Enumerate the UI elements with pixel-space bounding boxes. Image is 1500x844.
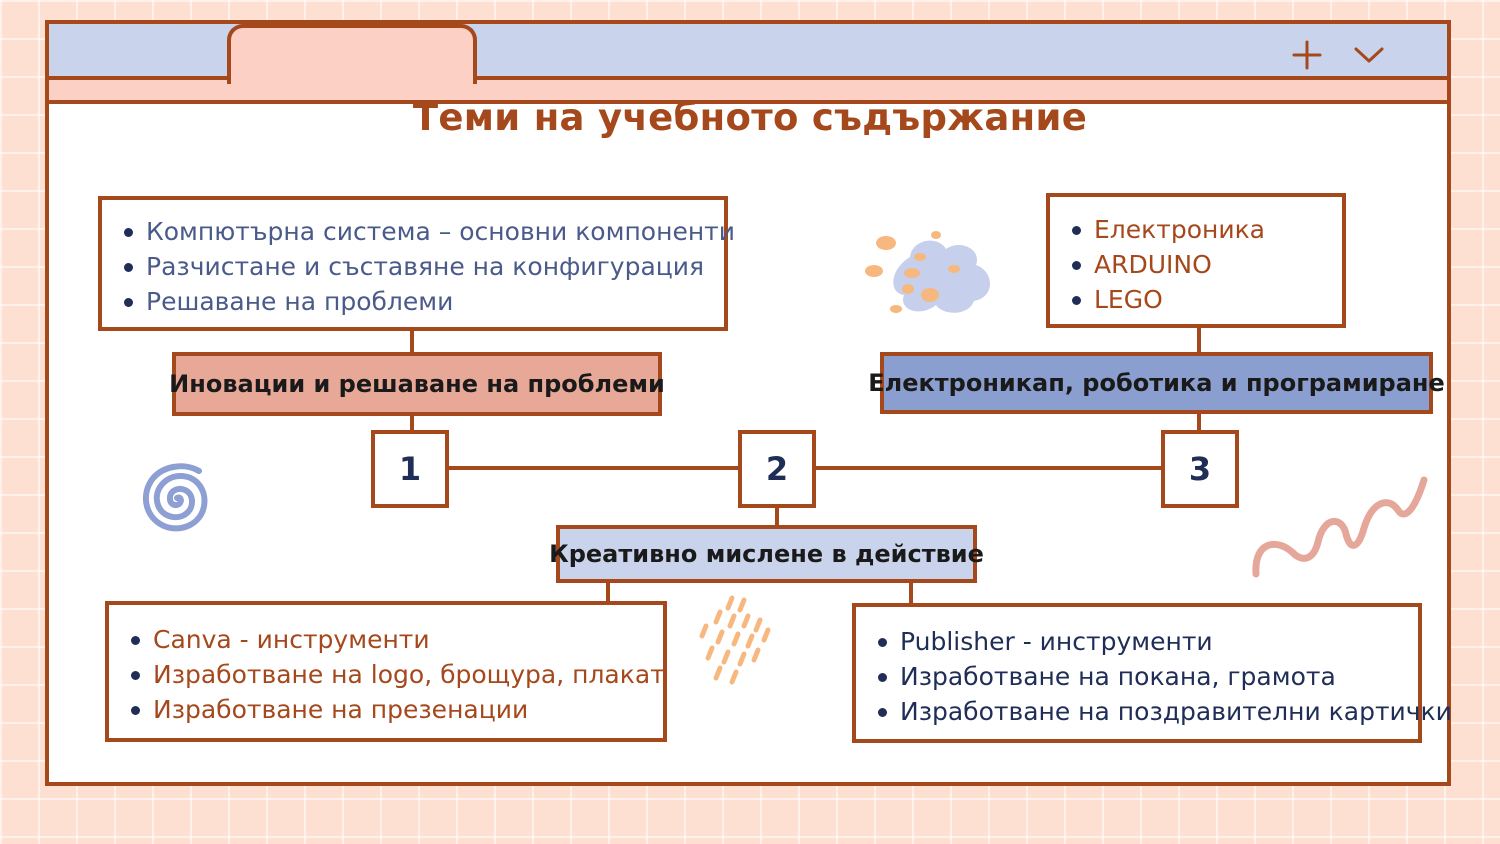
connector-line	[1197, 412, 1201, 434]
window-tab[interactable]	[227, 24, 477, 84]
list-item: Изработване на покана, грамота	[874, 659, 1418, 694]
connector-line	[1197, 325, 1201, 355]
list-item: Изработване на поздравителни картички	[874, 694, 1452, 729]
list-item: Canva - инструменти	[127, 622, 663, 657]
cloud-dots-decoration	[865, 231, 990, 313]
topic-2-label: Креативно мислене в действие	[549, 525, 984, 583]
list-item: Разчистане и съставяне на конфигурация	[120, 249, 724, 284]
connector-line	[606, 580, 610, 604]
connector-line	[410, 327, 414, 355]
list-item: LEGO	[1068, 282, 1342, 317]
connector-line	[410, 414, 414, 432]
topic-3-items-box: Електроника ARDUINO LEGO	[1046, 193, 1346, 328]
list-item: Решаване на проблеми	[120, 284, 724, 319]
squiggle-decoration	[1252, 476, 1428, 578]
connector-line	[909, 580, 913, 606]
connector-line	[448, 466, 740, 470]
window-band	[49, 80, 1447, 104]
chevron-down-icon[interactable]	[1352, 38, 1386, 72]
spiral-decoration	[142, 463, 208, 532]
dashes-decoration	[699, 595, 771, 685]
list-item: Електроника	[1068, 212, 1342, 247]
topic-1-items-box: Компютърна система – основни компоненти …	[98, 196, 735, 331]
list-item: ARDUINO	[1068, 247, 1342, 282]
connector-line	[775, 506, 779, 528]
list-item: Изработване на logo, брощура, плакат	[127, 657, 665, 692]
list-item: Изработване на презенации	[127, 692, 663, 727]
topic-3-number: 3	[1161, 430, 1239, 508]
topic-2-number: 2	[738, 430, 816, 508]
list-item: Publisher - инструменти	[874, 624, 1418, 659]
topic-3-label: Електроникап, роботика и програмиране	[868, 352, 1445, 414]
plus-icon[interactable]	[1290, 38, 1324, 72]
topic-1-label: Иновации и решаване на проблеми	[169, 352, 665, 416]
connector-line	[814, 466, 1164, 470]
page-title: Теми на учебното съдържание	[412, 96, 1088, 139]
topic-2-canva-box: Canva - инструменти Изработване на logo,…	[105, 601, 667, 742]
list-item: Компютърна система – основни компоненти	[120, 214, 735, 249]
topic-2-publisher-box: Publisher - инструменти Изработване на п…	[852, 603, 1452, 743]
topic-1-number: 1	[371, 430, 449, 508]
